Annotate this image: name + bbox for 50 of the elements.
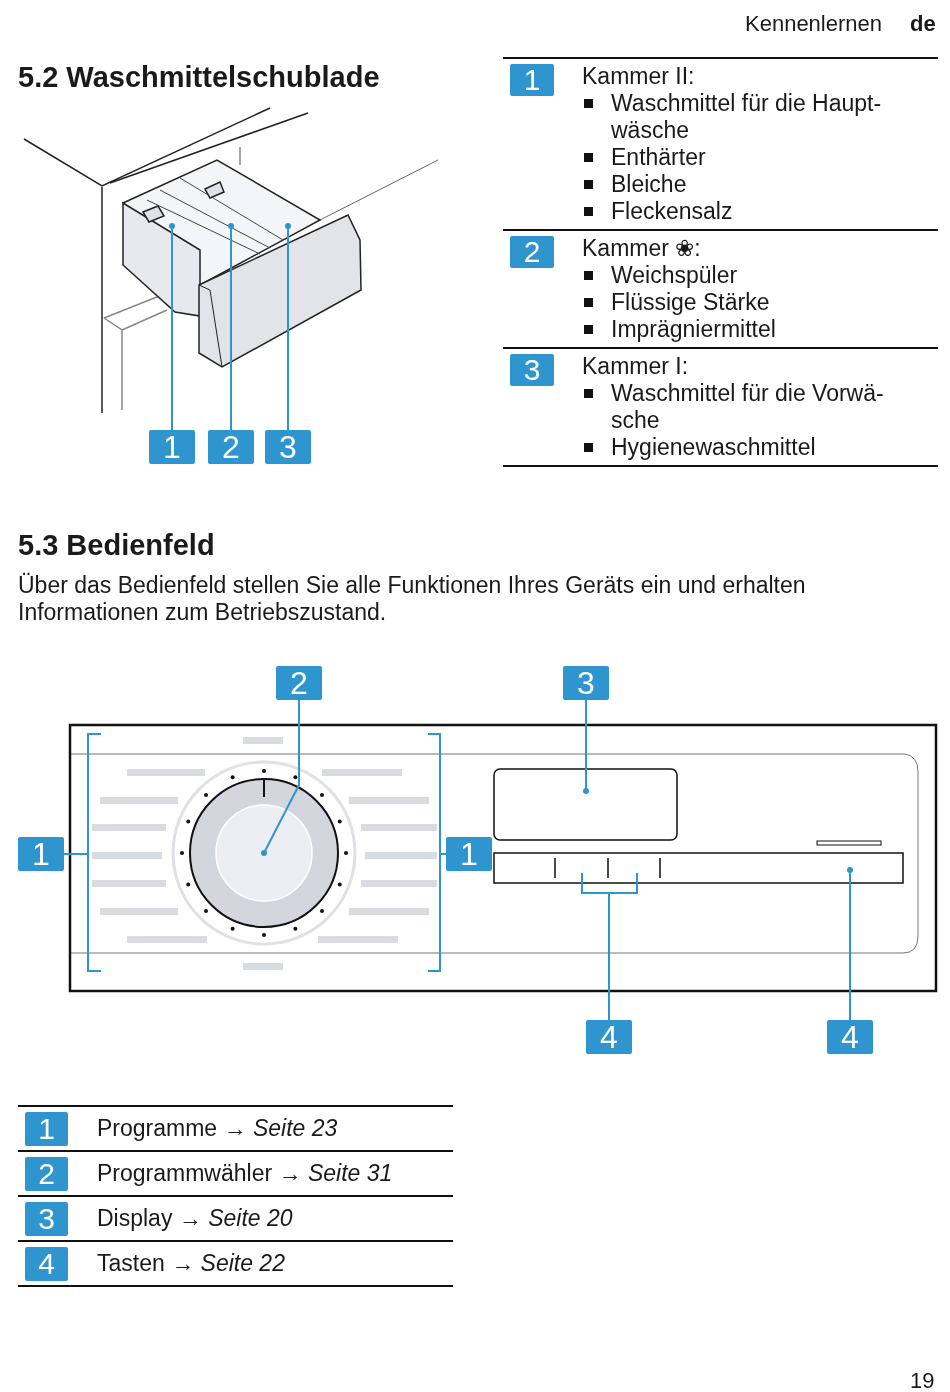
leader-line (63, 853, 89, 855)
list-item: Imprägniermittel (611, 316, 777, 343)
compartment-name: Kammer ❀: (582, 235, 702, 262)
callout-number: 1 (149, 430, 195, 464)
bracket (427, 733, 441, 972)
reference-text: Display → Seite 20 (97, 1204, 293, 1234)
callout-number: 1 (510, 64, 554, 96)
callout-number: 4 (586, 1020, 632, 1054)
callout-number: 2 (510, 236, 554, 268)
callout-number: 4 (25, 1246, 68, 1281)
compartment-name: Kammer II: (582, 63, 696, 90)
section-name: Kennenlernen (745, 10, 882, 38)
section-heading: 5.3 Bedienfeld (18, 528, 215, 563)
bracket (581, 872, 638, 894)
leader-line (169, 223, 175, 431)
list-item: Waschmittel für die Vorwä- sche (611, 380, 885, 434)
callout-number: 4 (827, 1020, 873, 1054)
callout-number: 3 (25, 1201, 68, 1236)
callout-number: 2 (25, 1156, 68, 1191)
reference-text: Tasten → Seite 22 (97, 1249, 285, 1279)
callout-number: 1 (18, 837, 64, 871)
reference-text: Programmwähler → Seite 31 (97, 1159, 393, 1189)
leader-line (261, 699, 300, 856)
leader-line (847, 867, 853, 1021)
list-item: Hygienewaschmittel (611, 434, 817, 461)
callout-number: 1 (446, 837, 492, 871)
callout-number: 2 (208, 430, 254, 464)
callout-number: 1 (25, 1111, 68, 1146)
compartment-name: Kammer I: (582, 353, 690, 380)
section-heading: 5.2 Waschmittelschublade (18, 60, 380, 95)
list-item: Weichspüler (611, 262, 739, 289)
leader-line (228, 223, 234, 431)
leader-line (439, 853, 447, 855)
leader-line (583, 699, 589, 794)
callout-number: 3 (563, 666, 609, 700)
paragraph: Über das Bedienfeld stellen Sie alle Funktionen Ihres Geräts ein und erhalten Informationen zum Betriebszustand. (18, 572, 807, 626)
page-number: 19 (910, 1367, 935, 1392)
leader-line (285, 223, 291, 431)
list-item: Bleiche (611, 171, 688, 198)
callout-number: 3 (510, 354, 554, 386)
callout-number: 2 (276, 666, 322, 700)
list-item: Waschmittel für die Haupt- wäsche (611, 90, 883, 144)
bracket (87, 733, 102, 972)
list-item: Flüssige Stärke (611, 289, 771, 316)
list-item: Fleckensalz (611, 198, 734, 225)
leader-line (608, 892, 610, 1021)
callout-number: 3 (265, 430, 311, 464)
list-item: Enthärter (611, 144, 707, 171)
language-code: de (910, 10, 936, 38)
reference-text: Programme → Seite 23 (97, 1114, 338, 1144)
